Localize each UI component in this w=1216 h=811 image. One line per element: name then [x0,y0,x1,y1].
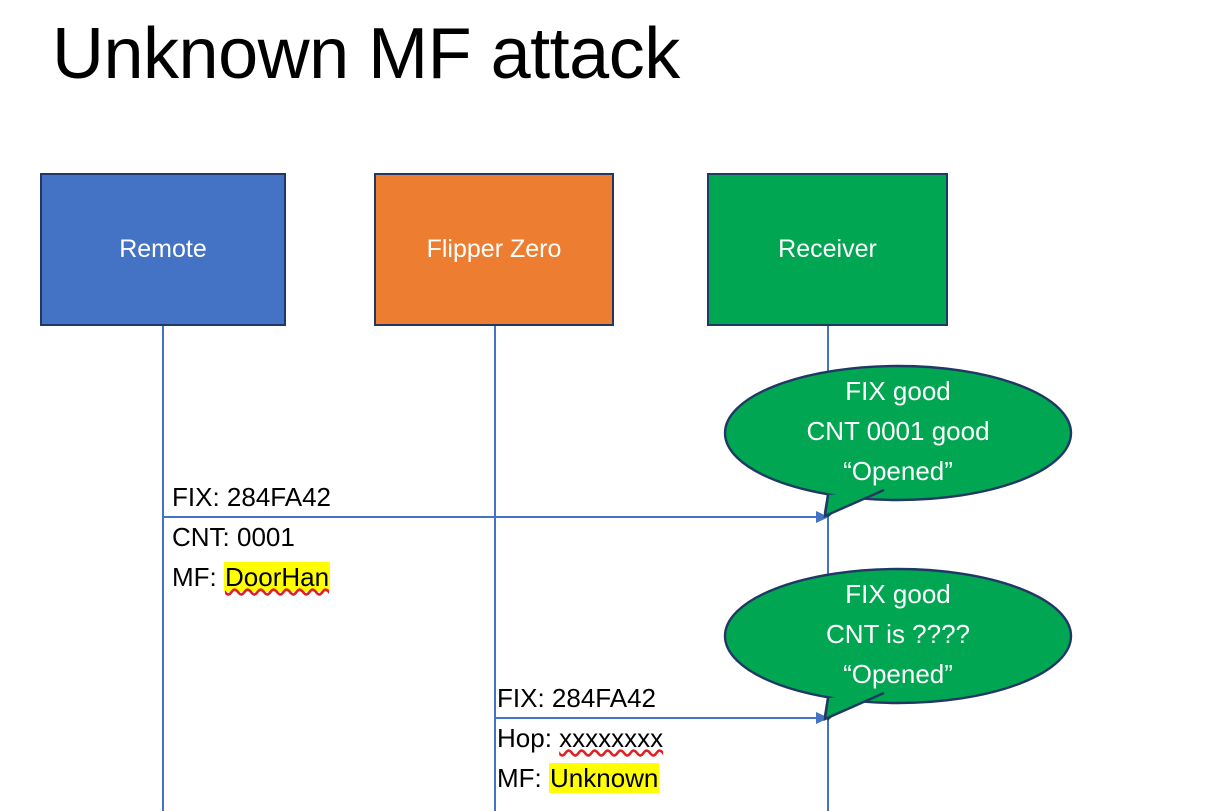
lifeline-receiver [827,326,829,811]
actor-box-remote[interactable]: Remote [40,173,286,326]
callout-shape-1 [723,364,1073,518]
message2-line-mf-value-highlighted: Unknown [549,763,660,793]
message-line-fix-value: 284FA42 [226,482,331,512]
message-line-mf-label: MF: [172,562,217,592]
message-line-cnt-label: CNT: [172,522,230,552]
message-labels-2: FIX: 284FA42 Hop: xxxxxxxx MF: Unknown [497,678,663,798]
callout-bubble-1[interactable]: FIX good CNT 0001 good “Opened” [723,364,1073,518]
message-line-fix: FIX: 284FA42 [172,477,331,517]
message2-line-fix-label: FIX: [497,683,545,713]
message2-line-mf-label: MF: [497,763,542,793]
message2-line-hop: Hop: xxxxxxxx [497,718,663,758]
lifeline-remote [162,326,164,811]
message-line-mf-value-highlighted: DoorHan [224,562,331,592]
actor-label-receiver: Receiver [778,234,877,263]
message2-line-mf: MF: Unknown [497,758,663,798]
message-line-cnt: CNT: 0001 [172,517,331,557]
callout-shape-2 [723,567,1073,721]
actor-label-remote: Remote [119,234,207,263]
message2-line-fix: FIX: 284FA42 [497,678,663,718]
actor-label-flipper-zero: Flipper Zero [426,234,562,263]
page-title: Unknown MF attack [52,14,680,94]
callout-bubble-2[interactable]: FIX good CNT is ???? “Opened” [723,567,1073,721]
message-arrow-remote-to-receiver[interactable] [163,511,829,522]
actor-box-receiver[interactable]: Receiver [707,173,948,326]
message2-line-hop-label: Hop: [497,723,552,753]
actor-box-flipper-zero[interactable]: Flipper Zero [374,173,614,326]
message-arrow-flipper-to-receiver[interactable] [495,712,829,723]
message-line-mf: MF: DoorHan [172,557,331,597]
message-labels-1: FIX: 284FA42 CNT: 0001 MF: DoorHan [172,477,331,597]
message-line-fix-label: FIX: [172,482,220,512]
message2-line-fix-value: 284FA42 [551,683,656,713]
lifeline-flipper-zero [494,326,496,811]
message2-line-hop-value: xxxxxxxx [559,723,664,753]
message-line-cnt-value: 0001 [237,522,295,552]
